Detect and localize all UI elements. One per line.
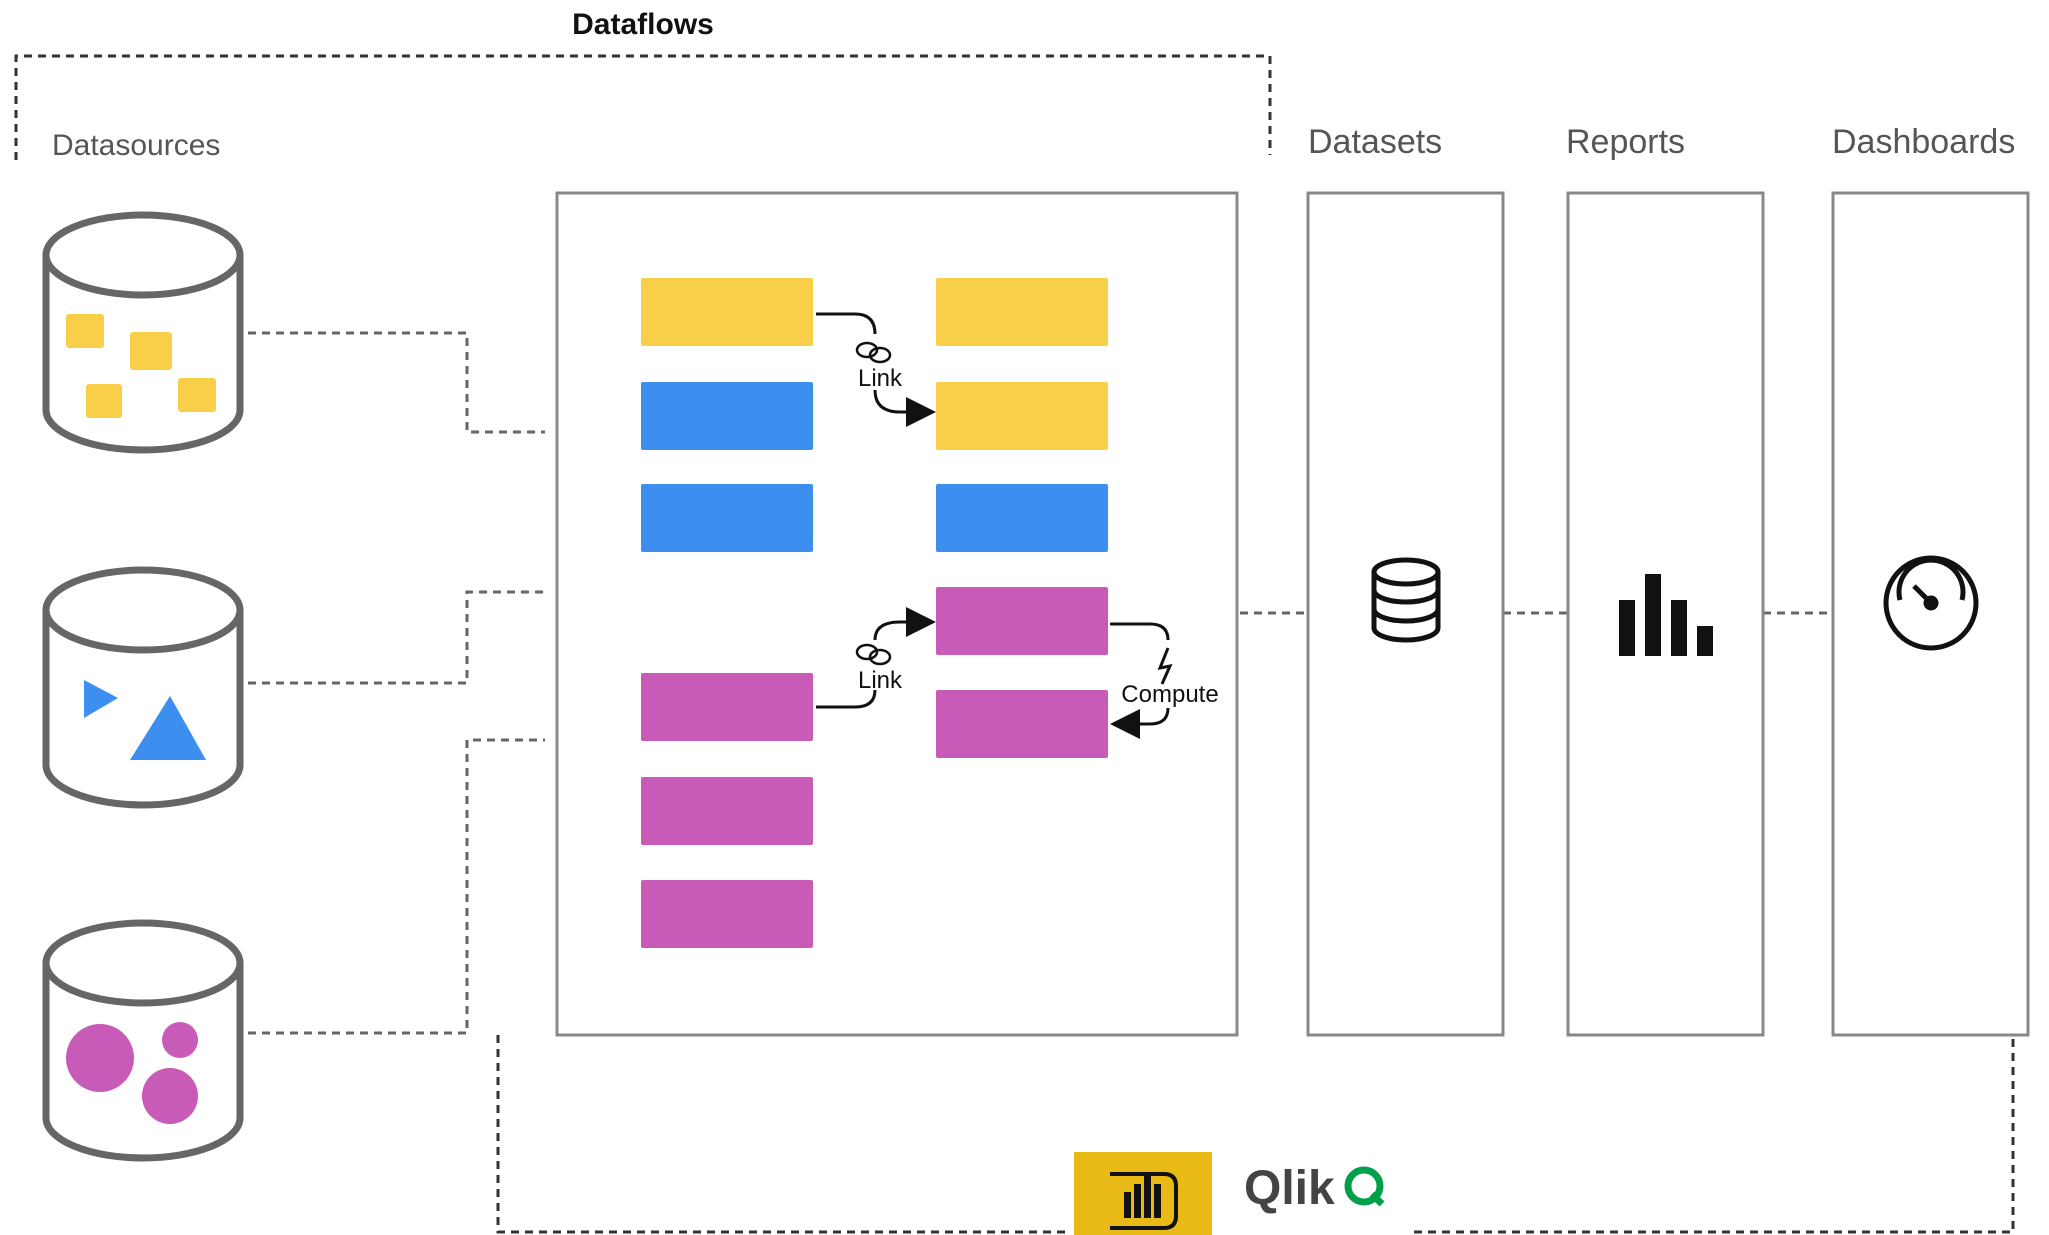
datasource-cylinder-3 [42, 919, 244, 1162]
chain-link-icon [855, 341, 892, 364]
compute-label: Compute [1121, 681, 1218, 708]
datasource-squares-icon [66, 314, 216, 418]
reports-label: Reports [1566, 123, 1685, 161]
diagram-title: Dataflows [572, 8, 714, 41]
entities-right-group-bottom [936, 587, 1108, 758]
datasource-triangles-icon [84, 680, 206, 760]
dashboards-column [1831, 191, 2030, 1037]
bottom-boundary-left [496, 1035, 1066, 1234]
datasource-cylinder-2 [42, 566, 244, 809]
link-label-bottom: Link [858, 667, 903, 694]
dataflows-boundary [14, 54, 1272, 160]
qlik-logo: Qlik [1244, 1162, 1385, 1215]
datasource-connectors [248, 331, 545, 1035]
link-arrow-bottom [816, 607, 936, 709]
chain-link-icon-bottom [855, 643, 892, 666]
database-icon [1371, 557, 1441, 643]
datasource-circles-icon [66, 1022, 198, 1124]
entities-left-group-bottom [641, 673, 813, 948]
datasources-label: Datasources [52, 129, 220, 162]
dashboards-label: Dashboards [1832, 123, 2015, 161]
reports-column [1566, 191, 1765, 1037]
compute-arrow [1110, 622, 1170, 739]
gauge-icon [1883, 555, 1979, 651]
entities-right-group-top [936, 278, 1108, 552]
link-arrow-top [816, 312, 936, 427]
bar-chart-icon [1619, 574, 1713, 656]
datasource-cylinder-1 [42, 211, 244, 454]
qlik-logo-text: Qlik [1244, 1162, 1335, 1215]
datasets-label: Datasets [1308, 123, 1442, 161]
lightning-icon [1157, 647, 1173, 685]
entities-left-group-top [641, 278, 813, 552]
bottom-boundary-right [1414, 1035, 2015, 1234]
powerbi-logo [1074, 1152, 1212, 1235]
datasets-column [1306, 191, 1505, 1037]
link-label-top: Link [858, 365, 903, 392]
